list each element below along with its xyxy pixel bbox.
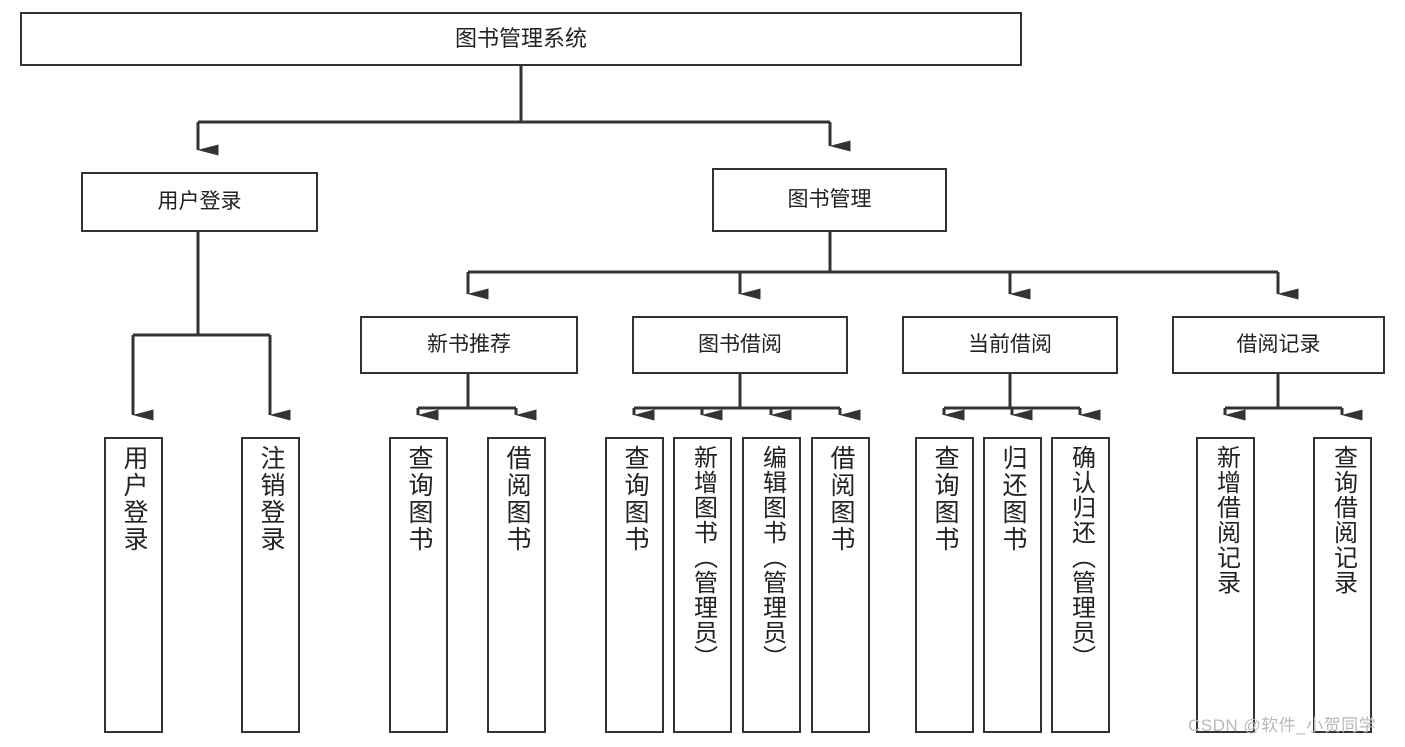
leaf-add-record[interactable]: 新增借阅记录 [1196,437,1255,733]
node-book-borrow-label: 图书借阅 [698,332,782,356]
leaf-query-book-3[interactable]: 查询图书 [915,437,974,733]
leaf-add-book[interactable]: 新增图书（管理员） [673,437,732,733]
leaf-confirm-return[interactable]: 确认归还（管理员） [1051,437,1110,733]
leaf-query-book-3-label: 查询图书 [931,445,959,553]
leaf-logout-label: 注销登录 [257,445,285,553]
leaf-add-book-label: 新增图书（管理员） [689,445,717,670]
leaf-query-book-2-label: 查询图书 [621,445,649,553]
leaf-borrow-book-1[interactable]: 借阅图书 [487,437,546,733]
leaf-confirm-return-label: 确认归还（管理员） [1067,445,1095,670]
node-book-borrow[interactable]: 图书借阅 [632,316,848,374]
node-borrow-record-label: 借阅记录 [1236,332,1321,356]
node-book-manage-label: 图书管理 [787,187,872,211]
leaf-user-login-label: 用户登录 [120,445,148,553]
leaf-query-record-label: 查询借阅记录 [1329,445,1357,595]
leaf-borrow-book-2[interactable]: 借阅图书 [811,437,870,733]
node-current-borrow[interactable]: 当前借阅 [902,316,1118,374]
node-user-login[interactable]: 用户登录 [81,172,318,232]
leaf-borrow-book-2-label: 借阅图书 [827,445,855,553]
leaf-logout[interactable]: 注销登录 [241,437,300,733]
node-book-manage[interactable]: 图书管理 [712,168,947,232]
leaf-query-book-1-label: 查询图书 [405,445,433,553]
node-user-login-label: 用户登录 [157,189,242,213]
leaf-borrow-book-1-label: 借阅图书 [503,445,531,553]
node-borrow-record[interactable]: 借阅记录 [1172,316,1385,374]
leaf-query-record[interactable]: 查询借阅记录 [1313,437,1372,733]
leaf-user-login[interactable]: 用户登录 [104,437,163,733]
node-new-book-recommend-label: 新书推荐 [427,332,511,356]
leaf-add-record-label: 新增借阅记录 [1212,445,1240,595]
node-current-borrow-label: 当前借阅 [968,332,1052,356]
node-root[interactable]: 图书管理系统 [20,12,1022,66]
leaf-edit-book-label: 编辑图书（管理员） [758,445,786,670]
leaf-return-book[interactable]: 归还图书 [983,437,1042,733]
leaf-edit-book[interactable]: 编辑图书（管理员） [742,437,801,733]
leaf-query-book-2[interactable]: 查询图书 [605,437,664,733]
node-new-book-recommend[interactable]: 新书推荐 [360,316,578,374]
leaf-query-book-1[interactable]: 查询图书 [389,437,448,733]
node-root-label: 图书管理系统 [454,26,587,52]
leaf-return-book-label: 归还图书 [999,445,1027,553]
